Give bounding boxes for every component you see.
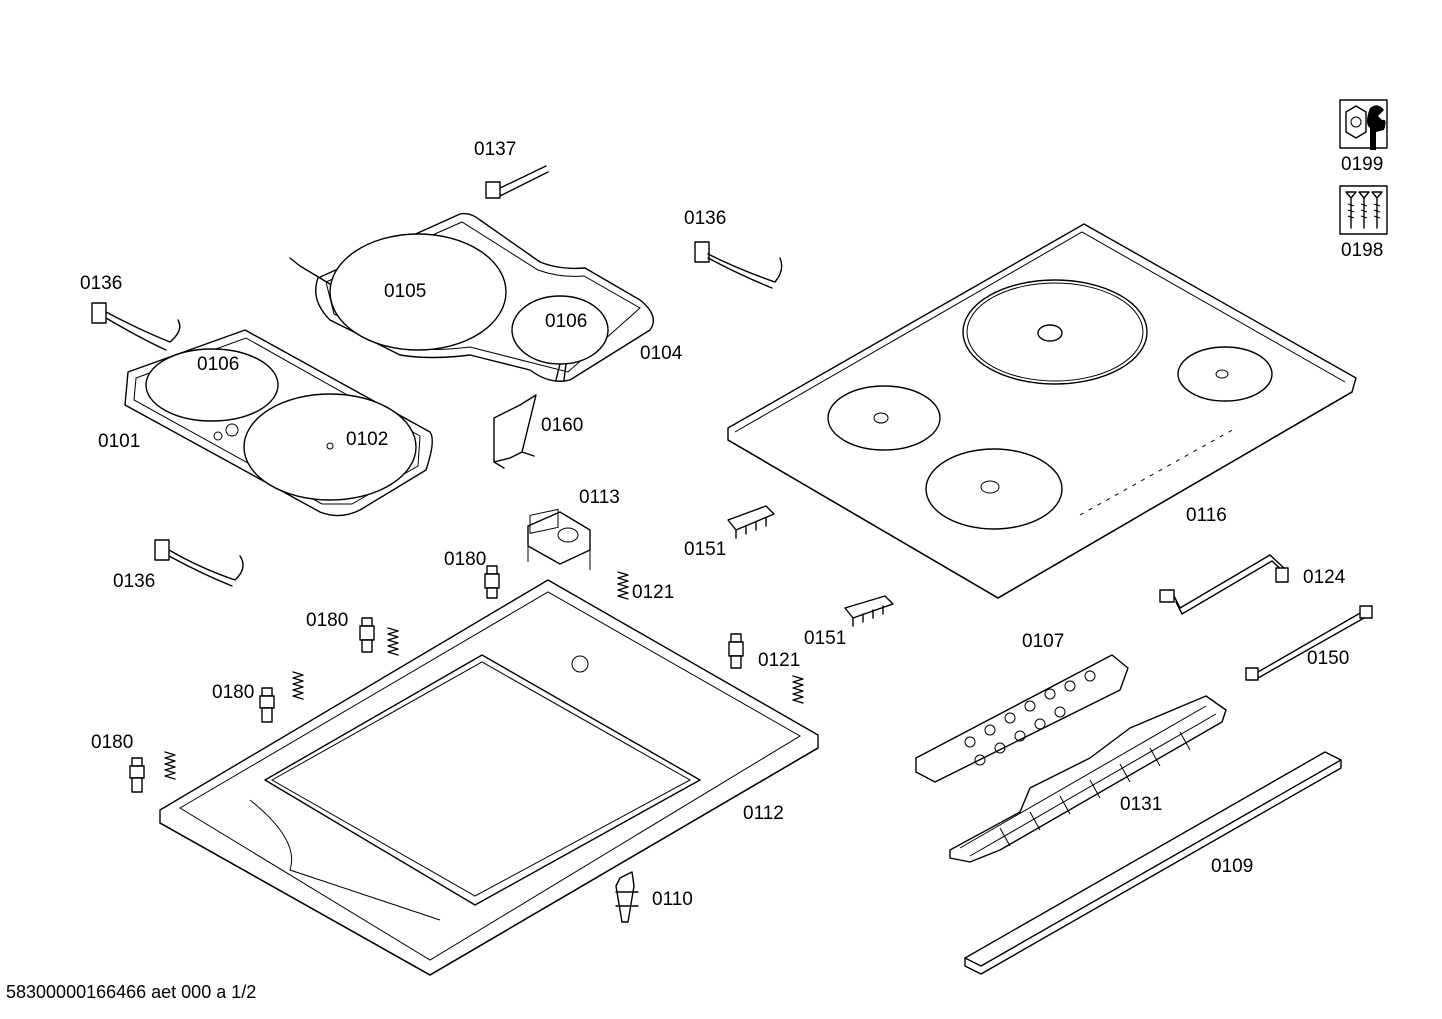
part-0151-clip-upper: [727, 505, 775, 539]
label-0104: 0104: [640, 343, 683, 364]
label-0136-left: 0136: [80, 273, 123, 294]
label-0106-left: 0106: [197, 354, 240, 375]
label-0107: 0107: [1022, 631, 1065, 652]
label-0150: 0150: [1307, 648, 1350, 669]
part-0131-carrier: [949, 695, 1227, 863]
part-0180-foot-c: [259, 687, 275, 723]
label-0199: 0199: [1341, 154, 1384, 175]
label-0105: 0105: [384, 281, 427, 302]
part-0107-control-board: [915, 654, 1129, 783]
part-0136-wire-left: [91, 302, 181, 351]
part-0109-rail: [964, 751, 1342, 975]
screws-icon: [1339, 185, 1388, 235]
part-0113-bracket: [527, 511, 591, 570]
label-0151-upper: 0151: [684, 539, 727, 560]
part-0180-foot-b: [359, 617, 375, 653]
document-id-footer: 58300000166466 aet 000 a 1/2: [6, 982, 257, 1002]
part-0106-small-heater-left: [145, 348, 279, 422]
label-0121-b: 0121: [758, 650, 801, 671]
label-0131: 0131: [1120, 794, 1163, 815]
label-0136-low: 0136: [113, 571, 156, 592]
part-0180-foot-e: [728, 633, 744, 669]
label-0180-b: 0180: [306, 610, 349, 631]
part-0102-large-heater: [243, 393, 417, 501]
part-0180-foot-a: [484, 565, 500, 599]
label-0160: 0160: [541, 415, 584, 436]
label-0121-a: 0121: [632, 582, 675, 603]
part-0151-clip-lower: [844, 595, 894, 627]
label-0137: 0137: [474, 139, 517, 160]
part-0160-bracket: [493, 394, 537, 469]
part-0136-wire-low: [154, 539, 244, 587]
label-0180-a: 0180: [444, 549, 487, 570]
part-0124-cable: [1159, 554, 1289, 615]
part-0180-foot-d: [129, 757, 145, 793]
label-0112: 0112: [743, 803, 784, 824]
part-0112-base-tray: [159, 508, 819, 976]
part-0116-glass-hob: [727, 223, 1357, 599]
part-0110-clip: [615, 871, 639, 923]
label-0106-top: 0106: [545, 311, 588, 332]
label-0124: 0124: [1303, 567, 1346, 588]
part-0106-small-heater-top: [511, 295, 609, 381]
label-0113: 0113: [579, 487, 620, 508]
label-0101: 0101: [98, 431, 141, 452]
part-0137-wire: [485, 165, 549, 199]
nut-and-wrench-icon: [1339, 99, 1388, 150]
part-0150-cable: [1245, 605, 1373, 681]
label-0102: 0102: [346, 429, 389, 450]
label-0151-lower: 0151: [804, 628, 847, 649]
label-0180-d: 0180: [91, 732, 134, 753]
part-0105-large-heater: [329, 233, 507, 351]
label-0180-c: 0180: [212, 682, 255, 703]
label-0110: 0110: [652, 889, 693, 910]
part-0121-springs: [164, 571, 804, 780]
label-0109: 0109: [1211, 856, 1254, 877]
part-0136-wire-top: [694, 241, 783, 289]
label-0136-top: 0136: [684, 208, 727, 229]
label-0198: 0198: [1341, 240, 1384, 261]
label-0116: 0116: [1186, 505, 1227, 526]
